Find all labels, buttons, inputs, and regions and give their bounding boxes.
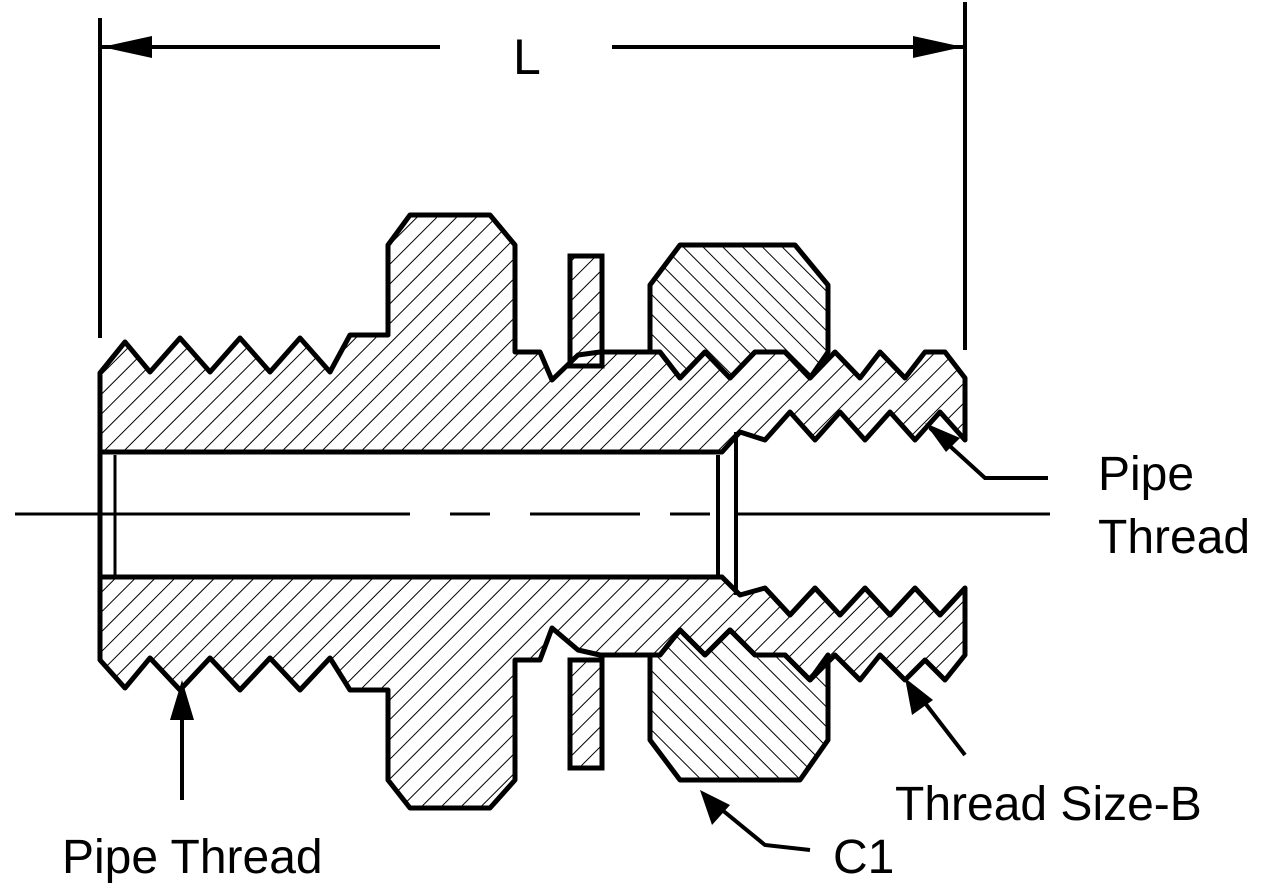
locknut-lower bbox=[647, 627, 831, 783]
leader-thread-size bbox=[905, 678, 967, 757]
arrowhead-right bbox=[913, 36, 963, 58]
leader-c1 bbox=[700, 790, 811, 852]
label-c1: C1 bbox=[833, 831, 894, 884]
body-upper-section bbox=[97, 212, 968, 455]
label-l: L bbox=[513, 29, 541, 85]
leader-pipe-thread-left bbox=[170, 680, 194, 800]
label-thread-size: Thread Size-B bbox=[895, 778, 1202, 831]
washer-upper bbox=[567, 253, 605, 369]
dimension-l bbox=[98, 2, 967, 350]
label-pipe-thread-left: Pipe Thread bbox=[62, 831, 323, 884]
body-lower-section bbox=[97, 574, 968, 811]
label-pipe-thread-right-1: Pipe bbox=[1098, 448, 1194, 501]
leader-pipe-thread-right bbox=[925, 423, 1048, 480]
washer-lower bbox=[567, 657, 605, 771]
arrowhead-left bbox=[102, 36, 152, 58]
label-pipe-thread-right-2: Thread bbox=[1098, 511, 1250, 564]
locknut-upper bbox=[647, 242, 831, 381]
